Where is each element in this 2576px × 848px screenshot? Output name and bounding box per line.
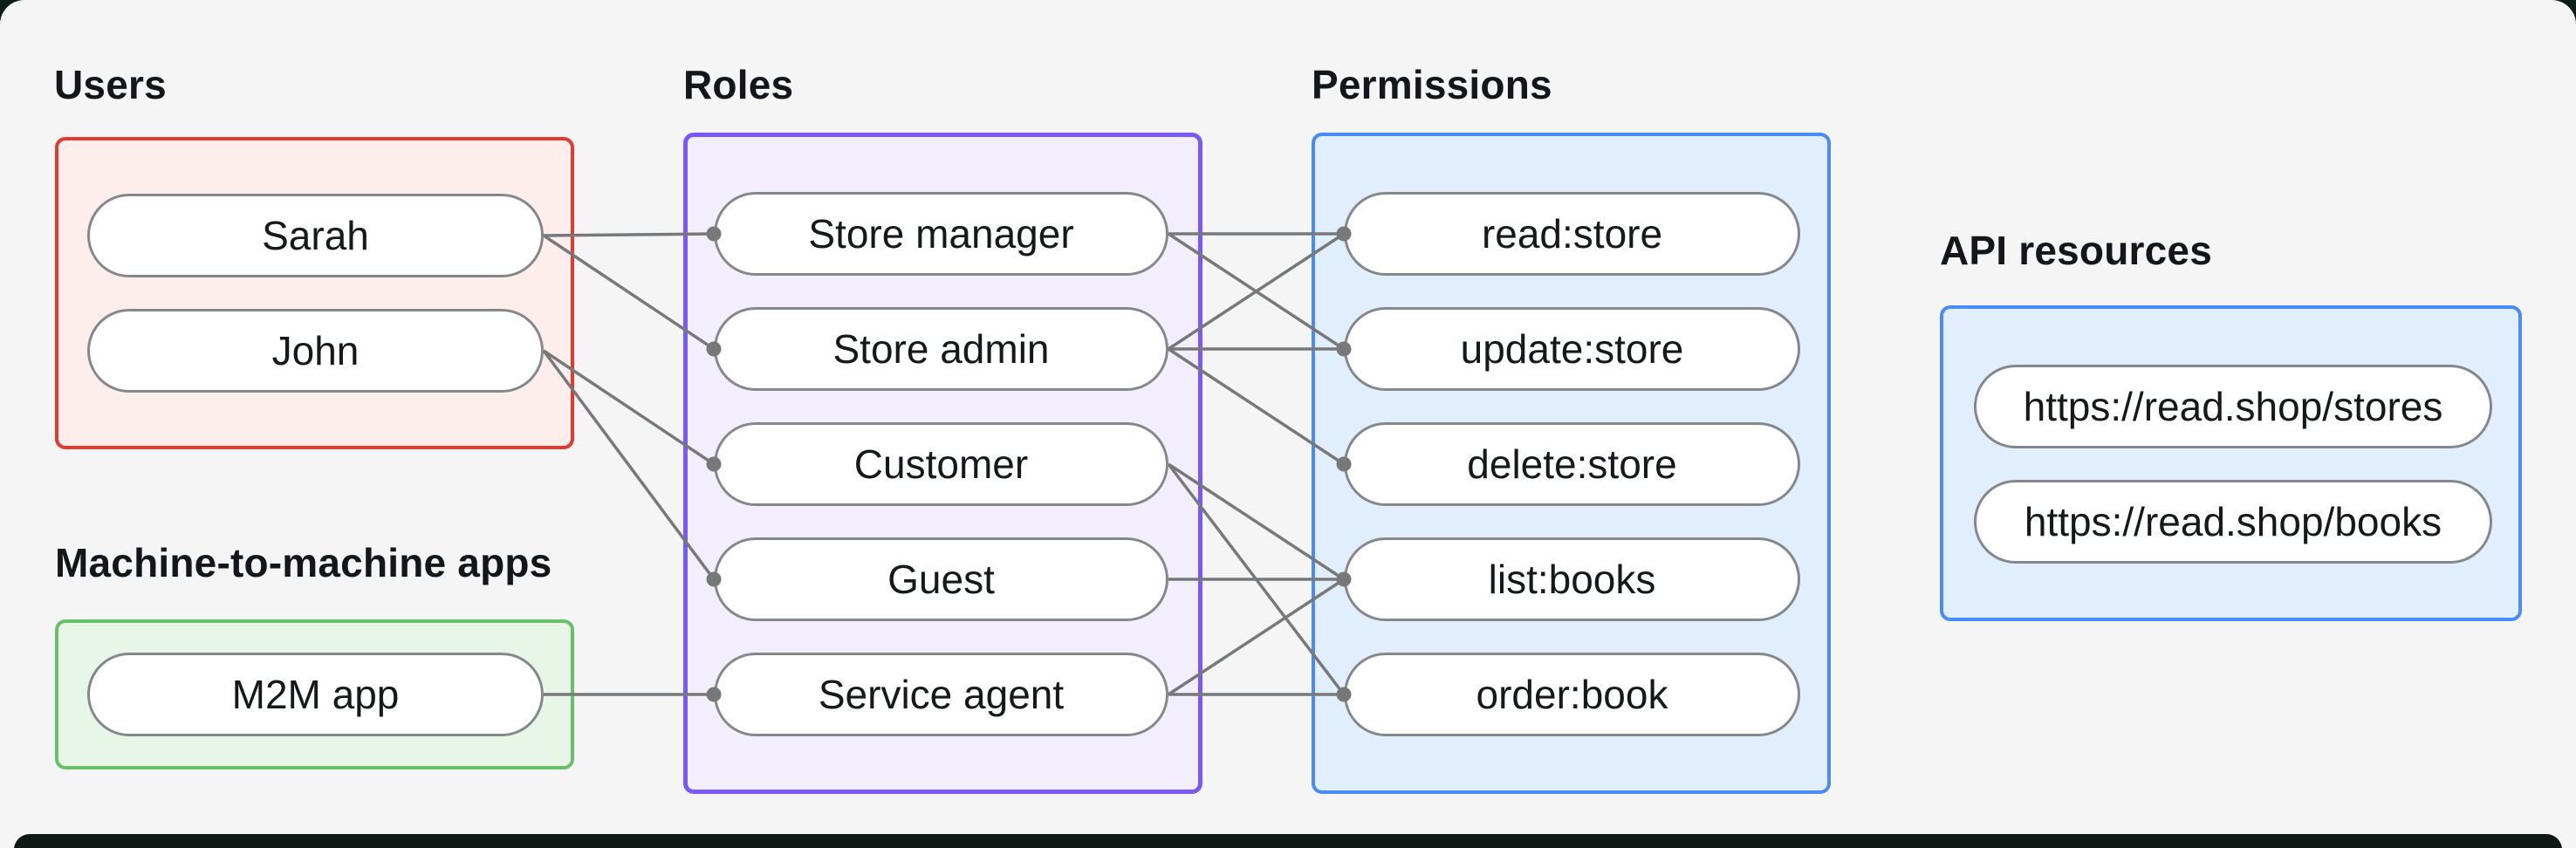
node-pill-store-manager: Store manager (714, 192, 1168, 276)
node-pill-customer: Customer (714, 422, 1168, 506)
node-pill-guest: Guest (714, 537, 1168, 621)
node-pill-res-books: https://read.shop/books (1974, 480, 2492, 564)
roles-group-label: Roles (683, 62, 794, 107)
api-resources-group-label: API resources (1940, 228, 2212, 273)
node-pill-read-store: read:store (1344, 192, 1800, 276)
node-pill-m2m-app: M2M app (87, 653, 544, 736)
permissions-group-label: Permissions (1312, 62, 1552, 107)
next-section-edge (14, 834, 2562, 848)
node-pill-store-admin: Store admin (714, 307, 1168, 391)
m2m-apps-group-label: Machine-to-machine apps (55, 540, 552, 585)
node-pill-order-book: order:book (1344, 653, 1800, 736)
node-pill-john: John (87, 309, 544, 393)
node-pill-delete-store: delete:store (1344, 422, 1800, 506)
users-group-box (55, 137, 574, 449)
users-group-label: Users (54, 62, 167, 107)
api-resources-group-box (1940, 305, 2522, 621)
node-pill-service-agent: Service agent (714, 653, 1168, 736)
node-pill-update-store: update:store (1344, 307, 1800, 391)
node-pill-list-books: list:books (1344, 537, 1800, 621)
node-pill-sarah: Sarah (87, 194, 544, 277)
node-pill-res-stores: https://read.shop/stores (1974, 365, 2492, 448)
